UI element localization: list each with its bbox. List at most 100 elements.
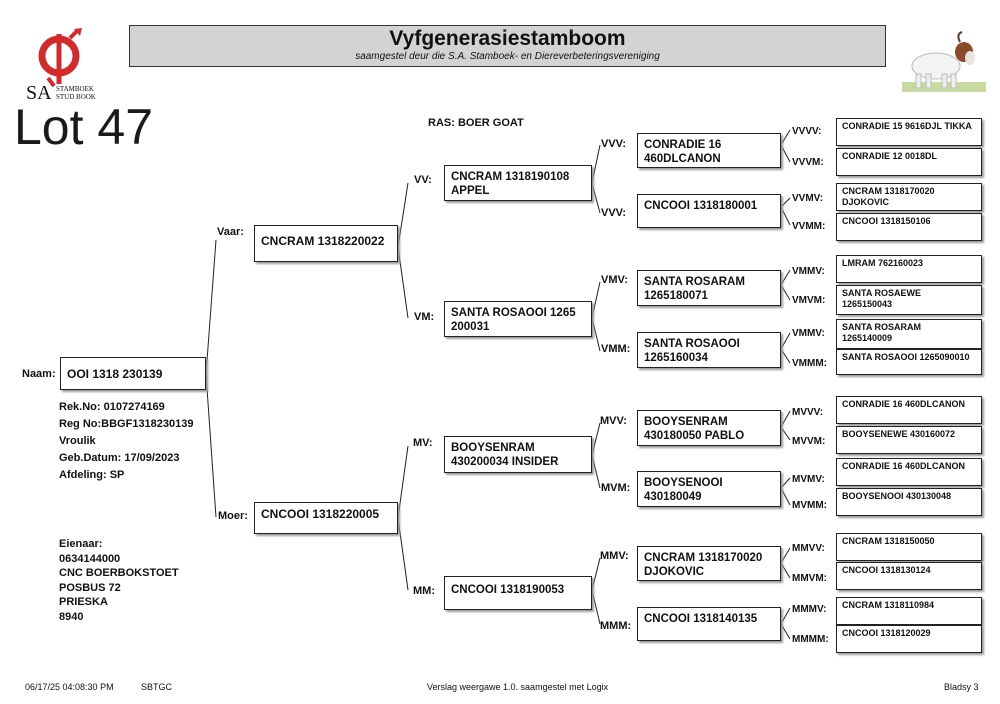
animal-details: Rek.No: 0107274169 Reg No:BBGF1318230139…	[59, 399, 194, 484]
gen4-label-14: MMVM:	[792, 573, 827, 584]
gen1-label-dam: Moer:	[218, 510, 248, 522]
footer-page: Bladsy 3	[944, 682, 979, 692]
gen4-box-12: BOOYSENOOI 430130048	[836, 488, 982, 516]
logo-line1: STAMBOEK	[56, 85, 94, 93]
gen2-label-vv: VV:	[414, 174, 432, 186]
gen4-9-line1: CONRADIE 16 460DLCANON	[842, 399, 966, 409]
gen4-1-line1: CONRADIE 15 9616DJL TIKKA	[842, 121, 972, 131]
gen3-6-line2: 430180049	[644, 491, 702, 504]
gen4-box-14: CNCOOI 1318130124	[836, 562, 982, 590]
gen4-label-16: MMMM:	[792, 634, 829, 645]
gen4-16-line1: CNCOOI 1318120029	[842, 628, 931, 638]
gen4-15-line1: CNCRAM 1318110984	[842, 600, 935, 610]
gen3-2-line1: CNCOOI 1318180001	[644, 200, 758, 212]
gen3-box-5: BOOYSENRAM 430180050 PABLO	[637, 410, 781, 446]
gen4-label-6: VMVM:	[792, 295, 826, 306]
gen4-label-1: VVVV:	[792, 126, 822, 137]
gen4-box-3: CNCRAM 1318170020 DJOKOVIC	[836, 183, 982, 211]
owner-postcode: 8940	[59, 610, 84, 623]
gen3-label-2: VVV:	[601, 207, 627, 219]
report-header: Vyfgenerasiestamboom saamgestel deur die…	[129, 25, 886, 67]
footer-code: SBTGC	[141, 682, 173, 692]
gen2-vv-line2: APPEL	[451, 185, 490, 198]
gen4-box-7: SANTA ROSARAM 1265140009	[836, 319, 982, 349]
gen3-box-2: CNCOOI 1318180001	[637, 194, 781, 228]
gen4-box-5: LMRAM 762160023	[836, 255, 982, 283]
footer-version: Verslag weergawe 1.0. saamgestel met Log…	[427, 682, 609, 692]
gen3-box-4: SANTA ROSAOOI 1265160034	[637, 332, 781, 368]
gen4-11-line1: CONRADIE 16 460DLCANON	[842, 461, 966, 471]
gen1-sire-line1: CNCRAM 1318220022	[261, 234, 385, 248]
report-subtitle: saamgestel deur die S.A. Stamboek- en Di…	[355, 51, 660, 62]
owner-block: Eienaar: 0634144000 CNC BOERBOKSTOET POS…	[59, 537, 179, 625]
owner-name: CNC BOERBOKSTOET	[59, 567, 179, 580]
gen2-mm-box: CNCOOI 1318190053	[444, 576, 592, 610]
gen4-14-line1: CNCOOI 1318130124	[842, 565, 931, 575]
gen4-6-line1: SANTA ROSAEWE	[842, 288, 922, 298]
gen4-7-line1: SANTA ROSARAM	[842, 322, 921, 332]
gen2-label-mm: MM:	[413, 585, 435, 597]
sa-studbook-logo-icon	[38, 28, 82, 88]
gen2-vm-box: SANTA ROSAOOI 1265 200031	[444, 301, 592, 337]
gen4-label-5: VMMV:	[792, 266, 825, 277]
owner-address: POSBUS 72	[59, 581, 121, 594]
gen3-box-6: BOOYSENOOI 430180049	[637, 471, 781, 507]
owner-heading: Eienaar:	[59, 538, 103, 550]
gen3-label-6: MVM:	[601, 482, 631, 494]
gen4-box-10: BOOYSENEWE 430160072	[836, 426, 982, 454]
gen4-label-15: MMMV:	[792, 604, 827, 615]
gen2-mm-line1: CNCOOI 1318190053	[451, 584, 565, 596]
reg-no: Reg No:BBGF1318230139	[59, 418, 194, 430]
gen2-vm-line1: SANTA ROSAOOI 1265	[451, 307, 576, 319]
gen4-box-4: CNCOOI 1318150106	[836, 213, 982, 241]
gen4-label-3: VVMV:	[792, 193, 824, 204]
gen4-box-8: SANTA ROSAOOI 1265090010	[836, 349, 982, 375]
gen4-label-2: VVVM:	[792, 157, 824, 168]
gen3-3-line2: 1265180071	[644, 290, 708, 303]
gen3-label-1: VVV:	[601, 138, 627, 150]
gen1-dam-line1: CNCOOI 1318220005	[261, 507, 380, 521]
gen3-1-line2: 460DLCANON	[644, 153, 721, 166]
gen3-label-8: MMM:	[600, 620, 632, 632]
gen4-label-9: MVVV:	[792, 407, 824, 418]
report-title: Vyfgenerasiestamboom	[389, 27, 626, 50]
gen4-box-16: CNCOOI 1318120029	[836, 625, 982, 653]
gen3-6-line1: BOOYSENOOI	[644, 477, 723, 489]
gen4-box-11: CONRADIE 16 460DLCANON	[836, 458, 982, 486]
gen1-sire-box: CNCRAM 1318220022	[254, 225, 398, 262]
gen4-label-12: MVMM:	[792, 500, 827, 511]
sex: Vroulik	[59, 435, 96, 447]
gen3-3-line1: SANTA ROSARAM	[644, 276, 745, 288]
gen2-mv-line2: 430200034 INSIDER	[451, 456, 559, 469]
gen3-box-8: CNCOOI 1318140135	[637, 607, 781, 641]
rek-no: Rek.No: 0107274169	[59, 401, 165, 413]
lot-number: Lot 47	[14, 99, 154, 155]
animal-name-box: OOI 1318 230139	[60, 357, 206, 390]
gen4-3-line2: DJOKOVIC	[842, 196, 890, 207]
gen4-box-9: CONRADIE 16 460DLCANON	[836, 396, 982, 424]
gen4-4-line1: CNCOOI 1318150106	[842, 216, 931, 226]
gen4-box-15: CNCRAM 1318110984	[836, 597, 982, 625]
gen2-mv-line1: BOOYSENRAM	[451, 442, 535, 454]
sa-studbook-logo: SA STAMBOEK STUD BOOK	[26, 28, 116, 108]
gen2-label-mv: MV:	[413, 437, 433, 449]
gen2-label-vm: VM:	[414, 311, 435, 323]
gen3-4-line2: 1265160034	[644, 352, 708, 365]
breed-label: RAS: BOER GOAT	[428, 117, 524, 129]
gen3-box-1: CONRADIE 16 460DLCANON	[637, 133, 781, 168]
gen4-label-4: VVMM:	[792, 221, 826, 232]
gen4-10-line1: BOOYSENEWE 430160072	[842, 429, 956, 439]
gen3-7-line1: CNCRAM 1318170020	[644, 552, 763, 564]
gen3-8-line1: CNCOOI 1318140135	[644, 613, 758, 625]
gen4-12-line1: BOOYSENOOI 430130048	[842, 491, 952, 501]
division: Afdeling: SP	[59, 469, 125, 481]
gen3-4-line1: SANTA ROSAOOI	[644, 338, 740, 350]
animal-name: OOI 1318 230139	[67, 367, 163, 381]
gen4-label-7: VMMV:	[792, 328, 825, 339]
gen3-box-7: CNCRAM 1318170020 DJOKOVIC	[637, 546, 781, 581]
gen3-5-line2: 430180050 PABLO	[644, 430, 745, 443]
gen2-vv-box: CNCRAM 1318190108 APPEL	[444, 165, 592, 201]
gen3-label-4: VMM:	[601, 343, 631, 355]
logo-sa-text: SA	[26, 82, 52, 104]
